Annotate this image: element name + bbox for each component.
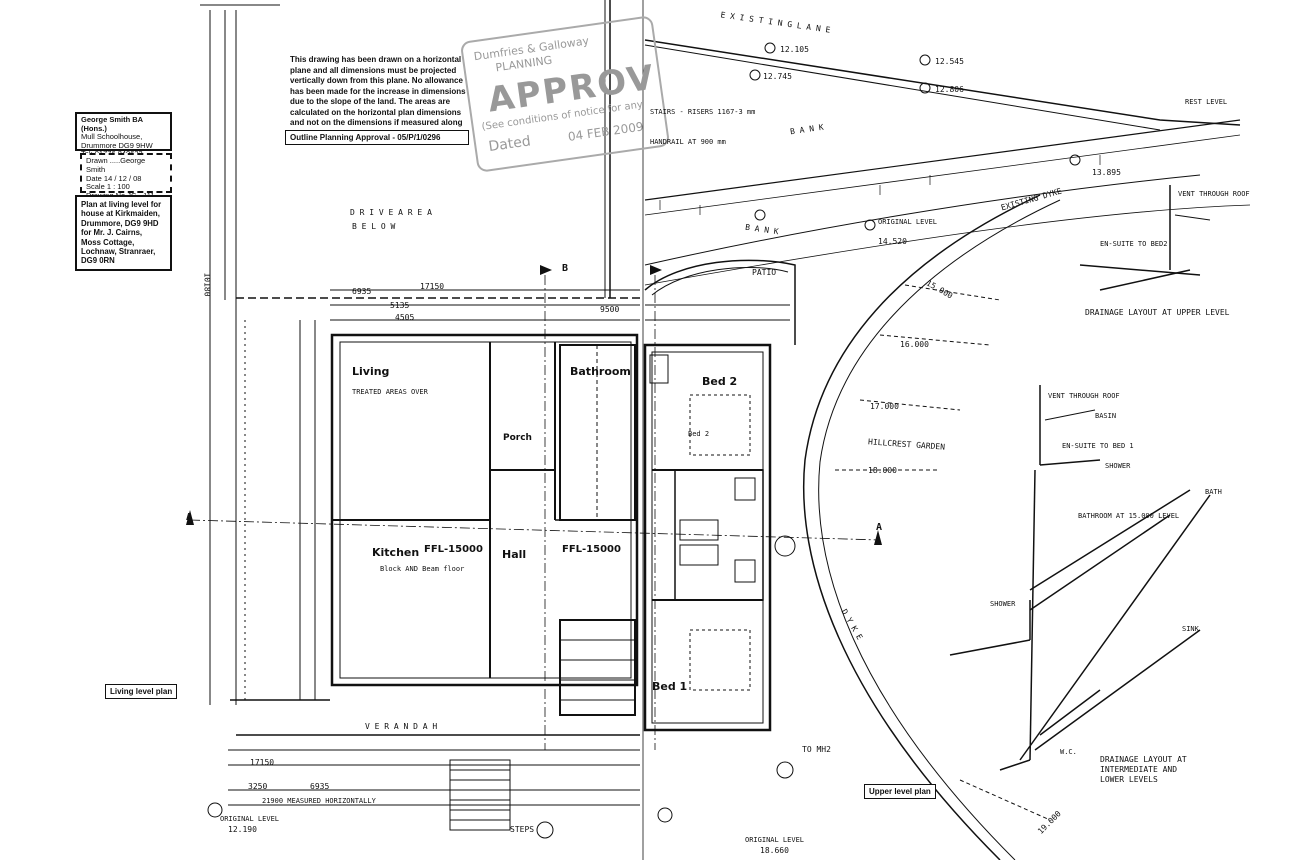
drainage-lower-label: INTERMEDIATE AND [1100,765,1178,774]
rest-level-label: REST LEVEL [1185,98,1228,106]
ensuite-bed2-label: EN-SUITE TO BED2 [1100,240,1168,248]
room-bathroom: Bathroom [570,365,631,378]
plan-title-line: DG9 0RN [81,256,115,266]
approval-text: Outline Planning Approval - 05/P/1/0296 [290,133,441,142]
designer-addr2: Drummore DG9 9HW [81,140,153,150]
ffl-hall: FFL-15000 [562,544,621,555]
basin-label: BASIN [1095,412,1117,420]
drawing-note-text: This drawing has been drawn on a horizon… [290,55,466,138]
level-17000: 17.000 [870,402,899,411]
room-hall: Hall [502,548,527,561]
room-living: Living [352,365,390,378]
approval-stamp: Dumfries & Galloway PLANNING APPROV (See… [459,15,671,173]
room-bed2: Bed 2 [702,375,738,388]
plan-title-box: Plan at living level for house at Kirkma… [75,195,172,271]
ffl-kitchen: FFL-15000 [424,544,483,555]
living-level-outline [330,333,639,687]
sink-label: SINK [1182,625,1199,633]
plan-title-line: for Mr. J. Cairns, [81,228,143,238]
designer-addr1: Mull Schoolhouse, [81,132,143,141]
dim-6935-bottom: 6935 [310,782,330,791]
section-b-top: B [562,263,569,274]
section-a-left: A [186,512,193,523]
dim-21900: 21900 MEASURED HORIZONTALLY [262,797,376,805]
section-a-right: A [876,522,883,533]
to-mh2-label: TO MH2 [802,745,831,754]
section-b-marker-right [650,265,662,275]
original-level: ORIGINAL LEVEL [220,815,280,823]
drawing-note: This drawing has been drawn on a horizon… [290,55,470,139]
plan-title-line: house at Kirkmaiden, [81,209,160,219]
room-bed1: Bed 1 [652,680,688,693]
dim-17150-top: 17150 [420,282,445,291]
room-kitchen: Kitchen [372,546,420,559]
upper-level-outline [643,343,772,732]
designer-name: George Smith BA (Hons.) [81,115,143,133]
drainage-lower-label: DRAINAGE LAYOUT AT [1100,755,1187,764]
drainage-lower-label: LOWER LEVELS [1100,775,1158,784]
dim-10180: 10180 [202,272,212,297]
drawing-info-box: Drawn .....George Smith Date 14 / 12 / 0… [80,153,172,200]
original-level: ORIGINAL LEVEL [745,836,805,844]
bed2-upper-label: Bed 2 [688,430,710,438]
bath-label: BATH [1205,488,1222,496]
level-18660: 18.660 [760,846,789,855]
plan-title-line: Moss Cottage, [81,237,135,247]
drainage-upper-label: DRAINAGE LAYOUT AT UPPER LEVEL [1085,308,1230,317]
level-12745: 12.745 [763,72,792,81]
bathroom-level-label: BATHROOM AT 15.000 LEVEL [1078,512,1180,520]
upper-level-plan-label: Upper level plan [864,784,936,799]
drive-area-label: D R I V E A R E A [350,208,432,217]
dim-17150-bottom: 17150 [250,758,275,767]
level-13895: 13.895 [1092,168,1121,177]
stamp-dated-label: Dated [487,133,532,156]
ensuite-bed1-label: EN-SUITE TO BED 1 [1062,442,1134,450]
plan-title-line: Plan at living level for [81,200,162,209]
level-12190: 12.190 [228,825,257,834]
dim-3250: 3250 [248,782,268,791]
designer-box: George Smith BA (Hons.) Mull Schoolhouse… [75,112,172,158]
existing-dyke-curve [802,194,1041,860]
dim-5135: 5135 [390,301,410,310]
treated-areas-label: TREATED AREAS OVER [352,388,428,396]
room-porch: Porch [503,433,532,443]
section-b-marker-left [540,265,552,275]
level-14520: 14.520 [878,237,907,246]
drawing-date: Date 14 / 12 / 08 [86,173,142,183]
original-level: ORIGINAL LEVEL [878,218,938,226]
level-12806: 12.806 [935,85,964,94]
drawn-by: Drawn .....George Smith [86,156,146,174]
wc-label: W.C. [1060,748,1077,756]
plan-title-line: Drummore, DG9 9HD [81,218,159,228]
block-floor-label: Block AND Beam floor [380,565,465,573]
steps-label: STEPS [510,825,535,834]
below-label: B E L O W [352,222,396,231]
patio-label: PATIO [752,268,777,277]
shower-label: SHOWER [990,600,1016,608]
verandah-label: V E R A N D A H [365,722,438,731]
level-16000: 16.000 [900,340,929,349]
dim-4505: 4505 [395,313,415,322]
handrail-note: HANDRAIL AT 900 mm [650,138,726,146]
vent-label: VENT THROUGH ROOF [1048,392,1120,400]
level-12545: 12.545 [935,57,964,66]
living-level-plan-label: Living level plan [105,684,178,699]
shower-label: SHOWER [1105,462,1131,470]
vent-label: VENT THROUGH ROOF [1178,190,1250,198]
dim-9500: 9500 [600,305,620,314]
dim-6935-top: 6935 [352,287,372,296]
level-12105: 12.105 [780,45,809,54]
stairs-note: STAIRS - RISERS 1167-3 mm [650,108,756,116]
plan-title-line: Lochnaw, Stranraer, [81,247,156,257]
drawing-scale: Scale 1 : 100 [86,182,130,192]
outline-planning-approval: Outline Planning Approval - 05/P/1/0296 [285,130,469,145]
stamp-date: 04 FEB 2009 [567,119,645,144]
level-18000: 18.000 [868,466,897,475]
